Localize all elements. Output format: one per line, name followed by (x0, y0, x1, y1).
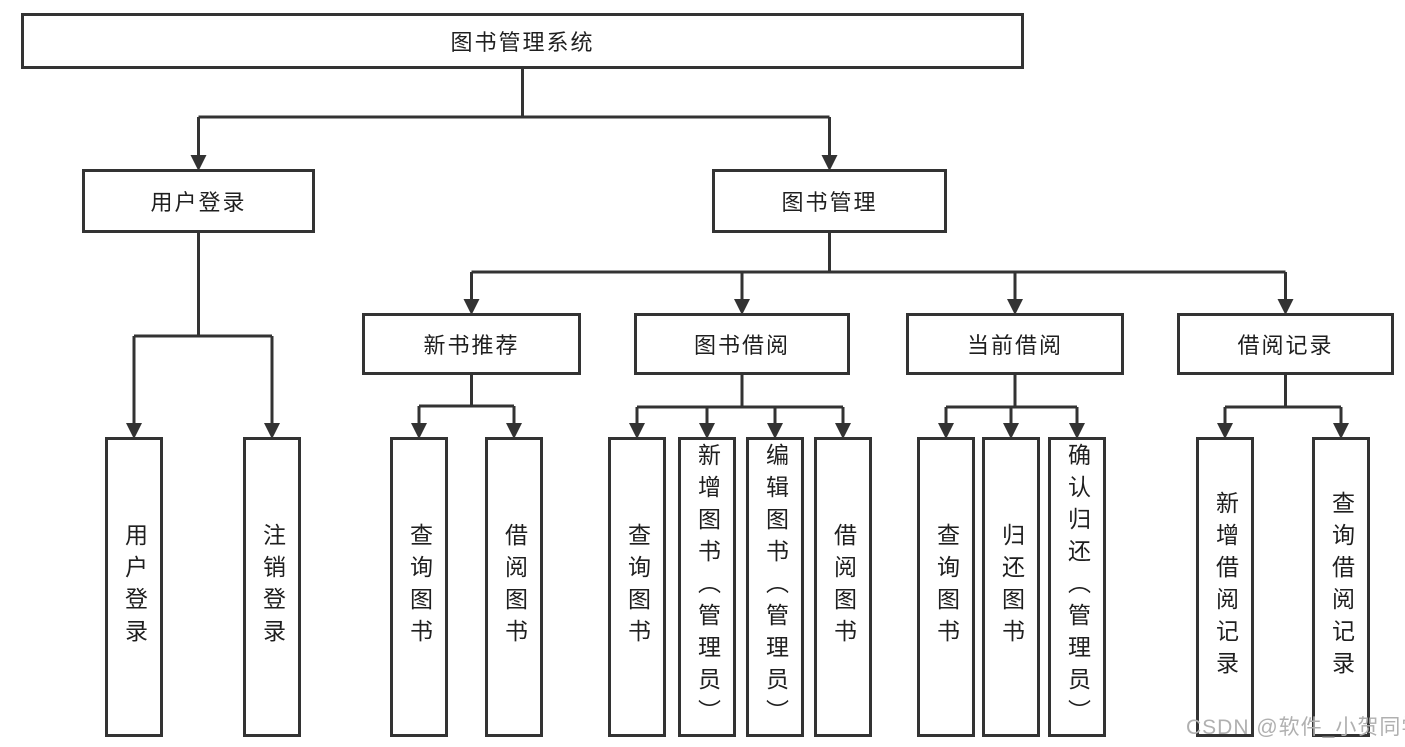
node-root-label: 图书管理系统 (450, 30, 595, 55)
arrowhead (629, 423, 645, 439)
connector-book-mgmt-to-groups (463, 233, 1294, 315)
arrowhead (767, 423, 783, 439)
node-root: 图书管理系统 (21, 13, 1024, 69)
connector-borrow-record-to-leaves (1217, 375, 1349, 439)
connector-root-to-level2 (190, 69, 838, 171)
arrowhead (190, 155, 207, 171)
node-book-borrow-label: 图书借阅 (693, 333, 790, 358)
arrowhead (411, 423, 427, 439)
arrowhead (463, 299, 480, 315)
arrowhead (1069, 423, 1085, 439)
leaf-user-login: 用户登录 (105, 437, 163, 737)
leaf-borrow-add-book-label: 新增图书（管理员） (694, 443, 721, 731)
leaf-current-confirm-return: 确认归还（管理员） (1048, 437, 1106, 737)
node-book-borrow: 图书借阅 (634, 313, 850, 375)
arrowhead (506, 423, 522, 439)
leaf-borrow-edit-book-label: 编辑图书（管理员） (762, 443, 789, 731)
connector-new-book-to-leaves (411, 375, 522, 439)
leaf-borrow-add-book: 新增图书（管理员） (678, 437, 736, 737)
leaf-newbook-query: 查询图书 (390, 437, 448, 737)
node-new-book-recommend: 新书推荐 (362, 313, 581, 375)
leaf-current-query: 查询图书 (917, 437, 975, 737)
node-user-login-label: 用户登录 (150, 190, 247, 215)
leaf-record-add-label: 新增借阅记录 (1212, 491, 1239, 683)
leaf-newbook-query-label: 查询图书 (406, 523, 433, 651)
leaf-current-confirm-return-label: 确认归还（管理员） (1064, 443, 1091, 731)
connector-current-borrow-to-leaves (938, 375, 1085, 439)
leaf-borrow-book: 借阅图书 (814, 437, 872, 737)
node-current-borrow-label: 当前借阅 (966, 333, 1063, 358)
leaf-borrow-query: 查询图书 (608, 437, 666, 737)
leaf-newbook-borrow-label: 借阅图书 (501, 523, 528, 651)
arrowhead (835, 423, 851, 439)
arrowhead (1003, 423, 1019, 439)
arrowhead (821, 155, 838, 171)
node-new-book-recommend-label: 新书推荐 (423, 333, 520, 358)
leaf-borrow-edit-book: 编辑图书（管理员） (746, 437, 804, 737)
node-borrow-record: 借阅记录 (1177, 313, 1394, 375)
node-book-mgmt-label: 图书管理 (781, 190, 878, 215)
arrowhead (264, 423, 280, 439)
arrowhead (699, 423, 715, 439)
connector-user-login-to-leaves (126, 233, 280, 439)
leaf-record-add: 新增借阅记录 (1196, 437, 1254, 737)
node-book-mgmt: 图书管理 (712, 169, 947, 233)
leaf-current-return: 归还图书 (982, 437, 1040, 737)
arrowhead (938, 423, 954, 439)
leaf-newbook-borrow: 借阅图书 (485, 437, 543, 737)
leaf-logout-label: 注销登录 (259, 523, 286, 651)
leaf-borrow-query-label: 查询图书 (624, 523, 651, 651)
connector-book-borrow-to-leaves (629, 375, 851, 439)
arrowhead (1217, 423, 1233, 439)
leaf-borrow-book-label: 借阅图书 (830, 523, 857, 651)
arrowhead (126, 423, 142, 439)
leaf-current-return-label: 归还图书 (998, 523, 1025, 651)
leaf-record-query: 查询借阅记录 (1312, 437, 1370, 737)
leaf-current-query-label: 查询图书 (933, 523, 960, 651)
node-borrow-record-label: 借阅记录 (1237, 333, 1334, 358)
arrowhead (1277, 299, 1294, 315)
node-current-borrow: 当前借阅 (906, 313, 1124, 375)
arrowhead (1007, 299, 1023, 315)
arrowhead (1333, 423, 1349, 439)
leaf-record-query-label: 查询借阅记录 (1328, 491, 1355, 683)
watermark-text: CSDN @软件_小贺同学 (1186, 716, 1405, 739)
node-user-login: 用户登录 (82, 169, 315, 233)
leaf-logout: 注销登录 (243, 437, 301, 737)
leaf-user-login-label: 用户登录 (121, 523, 148, 651)
arrowhead (734, 299, 750, 315)
